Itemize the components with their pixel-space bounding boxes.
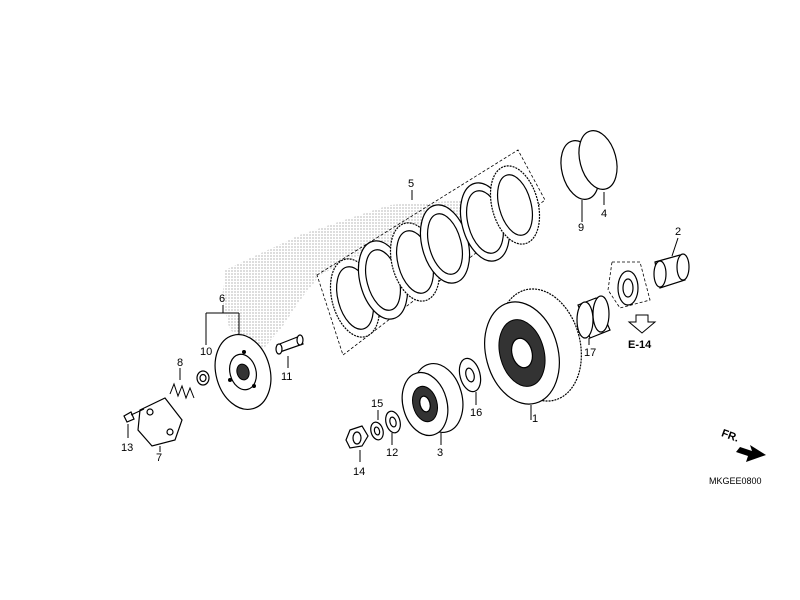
leader-lines <box>127 190 679 462</box>
front-marker: FR. <box>720 427 766 462</box>
callout-6: 6 <box>219 293 225 305</box>
callout-3: 3 <box>437 447 443 459</box>
collar-part <box>653 253 690 289</box>
reference-bearing <box>607 261 657 334</box>
callout-11: 11 <box>281 371 292 383</box>
clutch-plate-group-box <box>316 149 546 356</box>
lifter-bearing <box>196 370 210 386</box>
clutch-outer <box>484 288 582 405</box>
callout-4: 4 <box>601 208 607 220</box>
clutch-center <box>401 363 464 437</box>
callout-17: 17 <box>584 347 596 359</box>
callout-13: 13 <box>121 442 133 454</box>
lifter-rod <box>275 334 304 355</box>
washer <box>370 421 384 441</box>
lifter-plate <box>137 397 183 447</box>
callout-8: 8 <box>177 357 183 369</box>
clutch-spring <box>169 382 195 400</box>
thrust-washer <box>458 357 482 393</box>
callout-9: 9 <box>578 222 584 234</box>
callout-5: 5 <box>408 178 414 190</box>
snap-rings <box>560 130 618 200</box>
callout-15: 15 <box>371 398 383 410</box>
needle-bearing <box>576 295 611 339</box>
lock-nut <box>345 425 369 449</box>
front-arrow-icon <box>736 445 766 462</box>
diagram-code: MKGEE0800 <box>709 476 762 486</box>
reference-label: E-14 <box>628 339 652 351</box>
callout-10: 10 <box>200 346 212 358</box>
callout-14: 14 <box>353 466 365 478</box>
callout-2: 2 <box>675 226 681 238</box>
pressure-plate <box>214 334 272 410</box>
engine-case-shading <box>222 190 505 350</box>
callout-1: 1 <box>532 413 538 425</box>
callout-7: 7 <box>156 452 162 464</box>
front-marker-label: FR. <box>720 427 741 444</box>
lock-washer <box>385 410 401 434</box>
callout-12: 12 <box>386 447 398 459</box>
callout-16: 16 <box>470 407 482 419</box>
clutch-plates <box>329 165 541 338</box>
bolt <box>123 408 145 423</box>
